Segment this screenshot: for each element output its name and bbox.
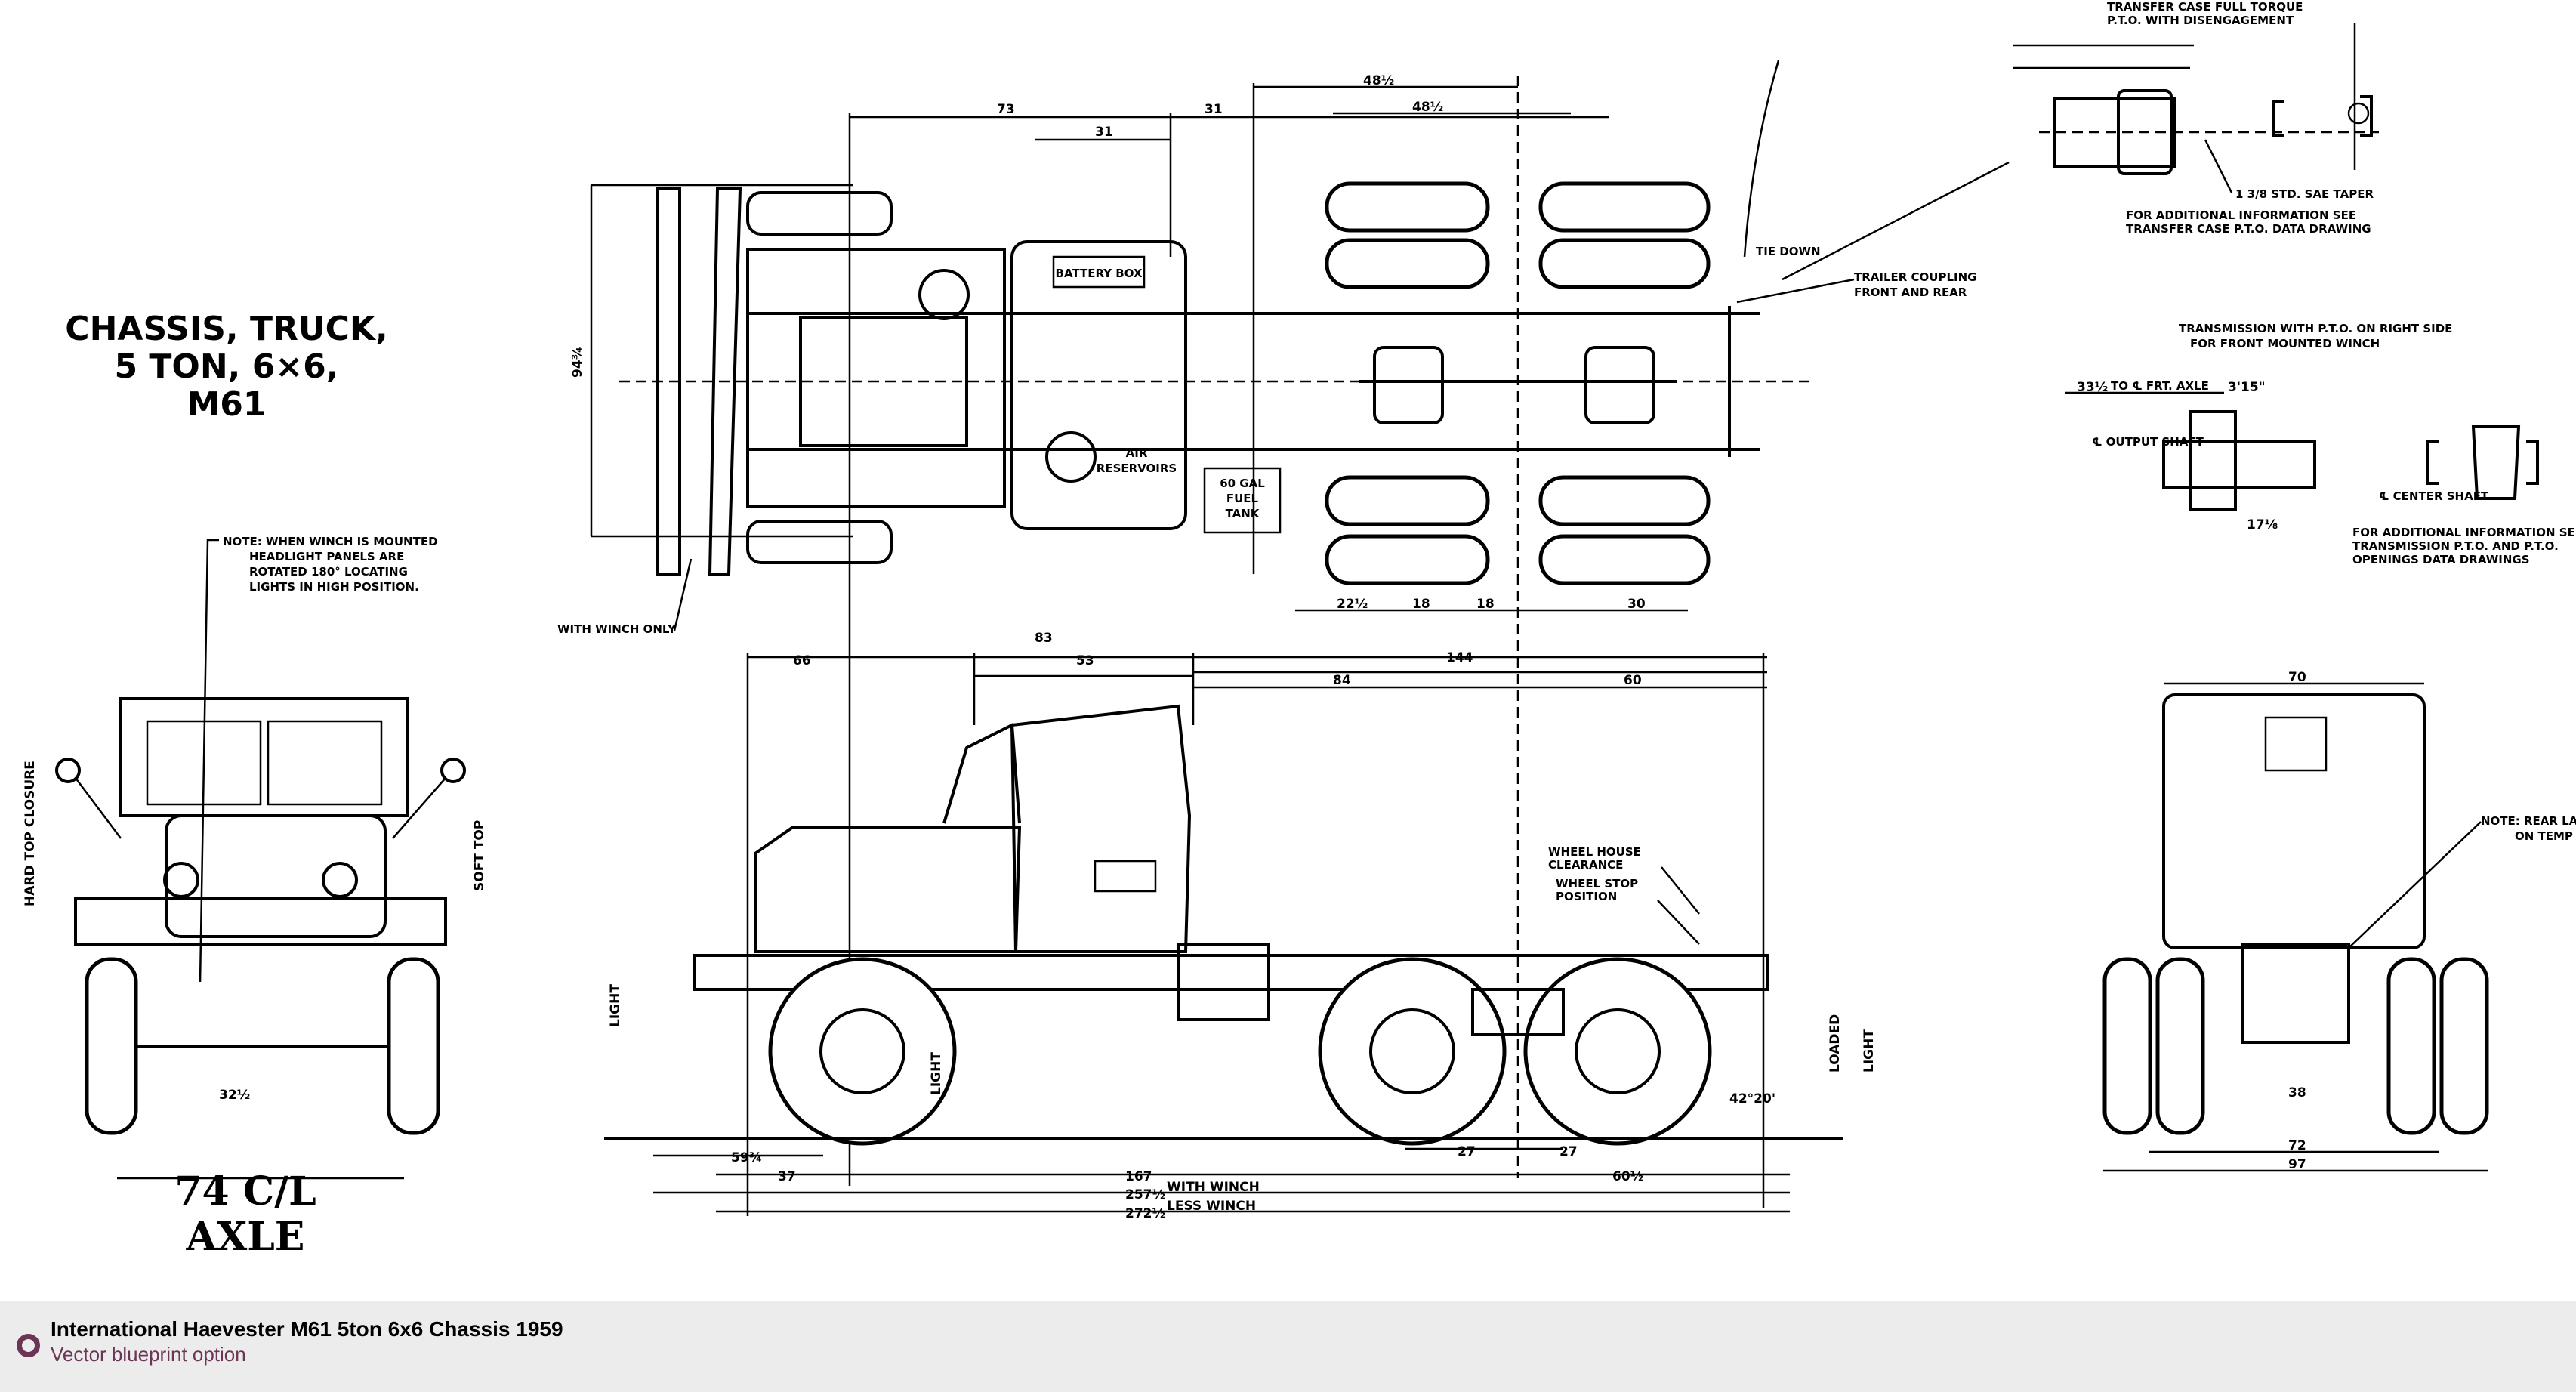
with-winch-only-label: WITH WINCH ONLY <box>557 622 677 636</box>
blueprint-drawing: CHASSIS, TRUCK, 5 TON, 6×6, M61 94¾ BATT… <box>23 0 2576 1260</box>
title-line-3: M61 <box>187 385 266 424</box>
trans-info-2: TRANSMISSION P.T.O. AND P.T.O. <box>2352 539 2559 553</box>
trans-dim-315: 3'15" <box>2228 380 2266 395</box>
transfer-case-taper-label: 1 3/8 STD. SAE TAPER <box>2235 187 2374 201</box>
dim-48a: 48½ <box>1363 73 1394 88</box>
transfer-case-title-2: P.T.O. WITH DISENGAGEMENT <box>2107 14 2294 27</box>
rear-view: 70 72 97 38 NOTE: REAR LAMPS ON TEMP <box>2102 670 2576 1172</box>
side-light-label-3: LIGHT <box>608 984 623 1027</box>
transmission-title-2: FOR FRONT MOUNTED WINCH <box>2190 337 2380 350</box>
rear-width-dim: 70 <box>2288 670 2306 685</box>
trans-info-3: OPENINGS DATA DRAWINGS <box>2352 553 2530 566</box>
dim-30: 30 <box>1627 597 1646 612</box>
trans-output-label: ℄ OUTPUT SHAFT <box>2092 435 2204 449</box>
side-view: 83 66 53 144 84 60 WHEEL HOUSE CLEARANCE… <box>604 76 1877 1221</box>
dim-73: 73 <box>997 102 1015 117</box>
dim-167: 167 <box>1125 1169 1152 1184</box>
rear-lamp-note: NOTE: REAR LAMPS <box>2481 814 2576 828</box>
less-winch-dim-label: LESS WINCH <box>1167 1199 1256 1214</box>
side-light-label-2: LIGHT <box>1862 1029 1877 1073</box>
rear-track-dim: 72 <box>2288 1138 2306 1153</box>
winch-note: NOTE: WHEN WINCH IS MOUNTED HEADLIGHT PA… <box>199 535 693 983</box>
transfer-case-info: FOR ADDITIONAL INFORMATION SEE <box>2126 208 2356 222</box>
trans-dim-33: 33½ <box>2077 380 2108 395</box>
front-axle-label-2: AXLE <box>186 1214 305 1260</box>
transfer-case-detail: TRANSFER CASE FULL TORQUE P.T.O. WITH DI… <box>2013 0 2379 236</box>
rear-overall-dim: 97 <box>2288 1157 2306 1172</box>
dim-27b: 27 <box>1559 1144 1578 1159</box>
battery-box-label: BATTERY BOX <box>1056 267 1143 280</box>
dim-257: 257½ <box>1125 1187 1165 1202</box>
with-winch-dim-label: WITH WINCH <box>1167 1180 1260 1195</box>
dim-272: 272½ <box>1125 1206 1165 1221</box>
title-line-1: CHASSIS, TRUCK, <box>65 310 387 348</box>
soft-top-label: SOFT TOP <box>472 820 487 891</box>
dim-60: 60 <box>1624 673 1642 688</box>
plan-width-dim: 94¾ <box>570 347 585 378</box>
dim-60-half: 60½ <box>1612 1169 1643 1184</box>
winch-note-line-3: ROTATED 180° LOCATING <box>249 565 408 579</box>
approach-angle-dim: 42°20' <box>1729 1091 1775 1107</box>
wheel-house-label-2: CLEARANCE <box>1548 858 1623 872</box>
fuel-tank-label: 60 GAL <box>1220 477 1265 490</box>
trailer-coupling-label-2: FRONT AND REAR <box>1854 285 1967 299</box>
dim-31a: 31 <box>1095 125 1113 140</box>
caption-title: International Haevester M61 5ton 6x6 Cha… <box>51 1317 563 1341</box>
fuel-tank-label-3: TANK <box>1226 507 1260 520</box>
trans-dim-17: 17⅛ <box>2247 517 2278 532</box>
trans-info: FOR ADDITIONAL INFORMATION SEE <box>2352 526 2576 539</box>
front-axle-label: 74 C/L <box>174 1168 316 1215</box>
dim-22: 22½ <box>1337 597 1368 612</box>
tie-down-label: TIE DOWN <box>1756 245 1821 258</box>
rear-lamp-note-2: ON TEMP <box>2515 829 2573 843</box>
winch-note-line-2: HEADLIGHT PANELS ARE <box>249 550 404 563</box>
dim-37: 37 <box>778 1169 796 1184</box>
front-track-dim: 32½ <box>219 1088 250 1103</box>
trans-center-label: ℄ CENTER SHAFT <box>2379 489 2489 503</box>
air-reservoirs-label-2: RESERVOIRS <box>1097 461 1177 475</box>
caption-bar: International Haevester M61 5ton 6x6 Cha… <box>0 1301 2576 1392</box>
dim-53: 53 <box>1076 653 1094 668</box>
title-line-2: 5 TON, 6×6, <box>114 347 338 386</box>
wheel-house-label: WHEEL HOUSE <box>1548 845 1641 859</box>
fuel-tank-label-2: FUEL <box>1226 492 1259 505</box>
wheel-stop-label: WHEEL STOP <box>1556 877 1638 890</box>
ring-icon <box>17 1334 40 1357</box>
winch-note-line-4: LIGHTS IN HIGH POSITION. <box>249 580 419 594</box>
dim-18b: 18 <box>1476 597 1495 612</box>
winch-note-line-1: NOTE: WHEN WINCH IS MOUNTED <box>223 535 438 548</box>
dim-84: 84 <box>1333 673 1351 688</box>
drawing-title: CHASSIS, TRUCK, 5 TON, 6×6, M61 <box>65 310 387 424</box>
dim-144: 144 <box>1446 650 1473 665</box>
transmission-title: TRANSMISSION WITH P.T.O. ON RIGHT SIDE <box>2179 322 2452 335</box>
plan-view: 94¾ BATTERY BOX AIR RESERVOIRS 60 GAL FU… <box>570 60 2010 1186</box>
wheel-stop-label-2: POSITION <box>1556 890 1617 903</box>
dim-31b: 31 <box>1205 102 1223 117</box>
side-loaded-label: LOADED <box>1828 1014 1843 1073</box>
hard-top-label: HARD TOP CLOSURE <box>23 761 38 906</box>
side-light-label: LIGHT <box>929 1052 944 1095</box>
rear-38-dim: 38 <box>2288 1085 2306 1100</box>
transfer-case-title: TRANSFER CASE FULL TORQUE <box>2107 0 2303 14</box>
dim-27a: 27 <box>1458 1144 1476 1159</box>
trailer-coupling-label: TRAILER COUPLING <box>1854 270 1977 284</box>
transfer-case-info-2: TRANSFER CASE P.T.O. DATA DRAWING <box>2126 222 2371 236</box>
dim-66: 66 <box>793 653 811 668</box>
dim-48b: 48½ <box>1412 100 1443 115</box>
dim-18a: 18 <box>1412 597 1430 612</box>
trans-to-axle-label: TO ℄ FRT. AXLE <box>2111 379 2209 393</box>
transmission-detail: TRANSMISSION WITH P.T.O. ON RIGHT SIDE F… <box>2065 322 2576 566</box>
front-view: 32½ HARD TOP CLOSURE SOFT TOP 74 C/L AXL… <box>23 697 487 1260</box>
dim-83: 83 <box>1035 631 1053 646</box>
caption-subtitle: Vector blueprint option <box>51 1343 246 1366</box>
dim-59: 59¾ <box>731 1150 762 1165</box>
